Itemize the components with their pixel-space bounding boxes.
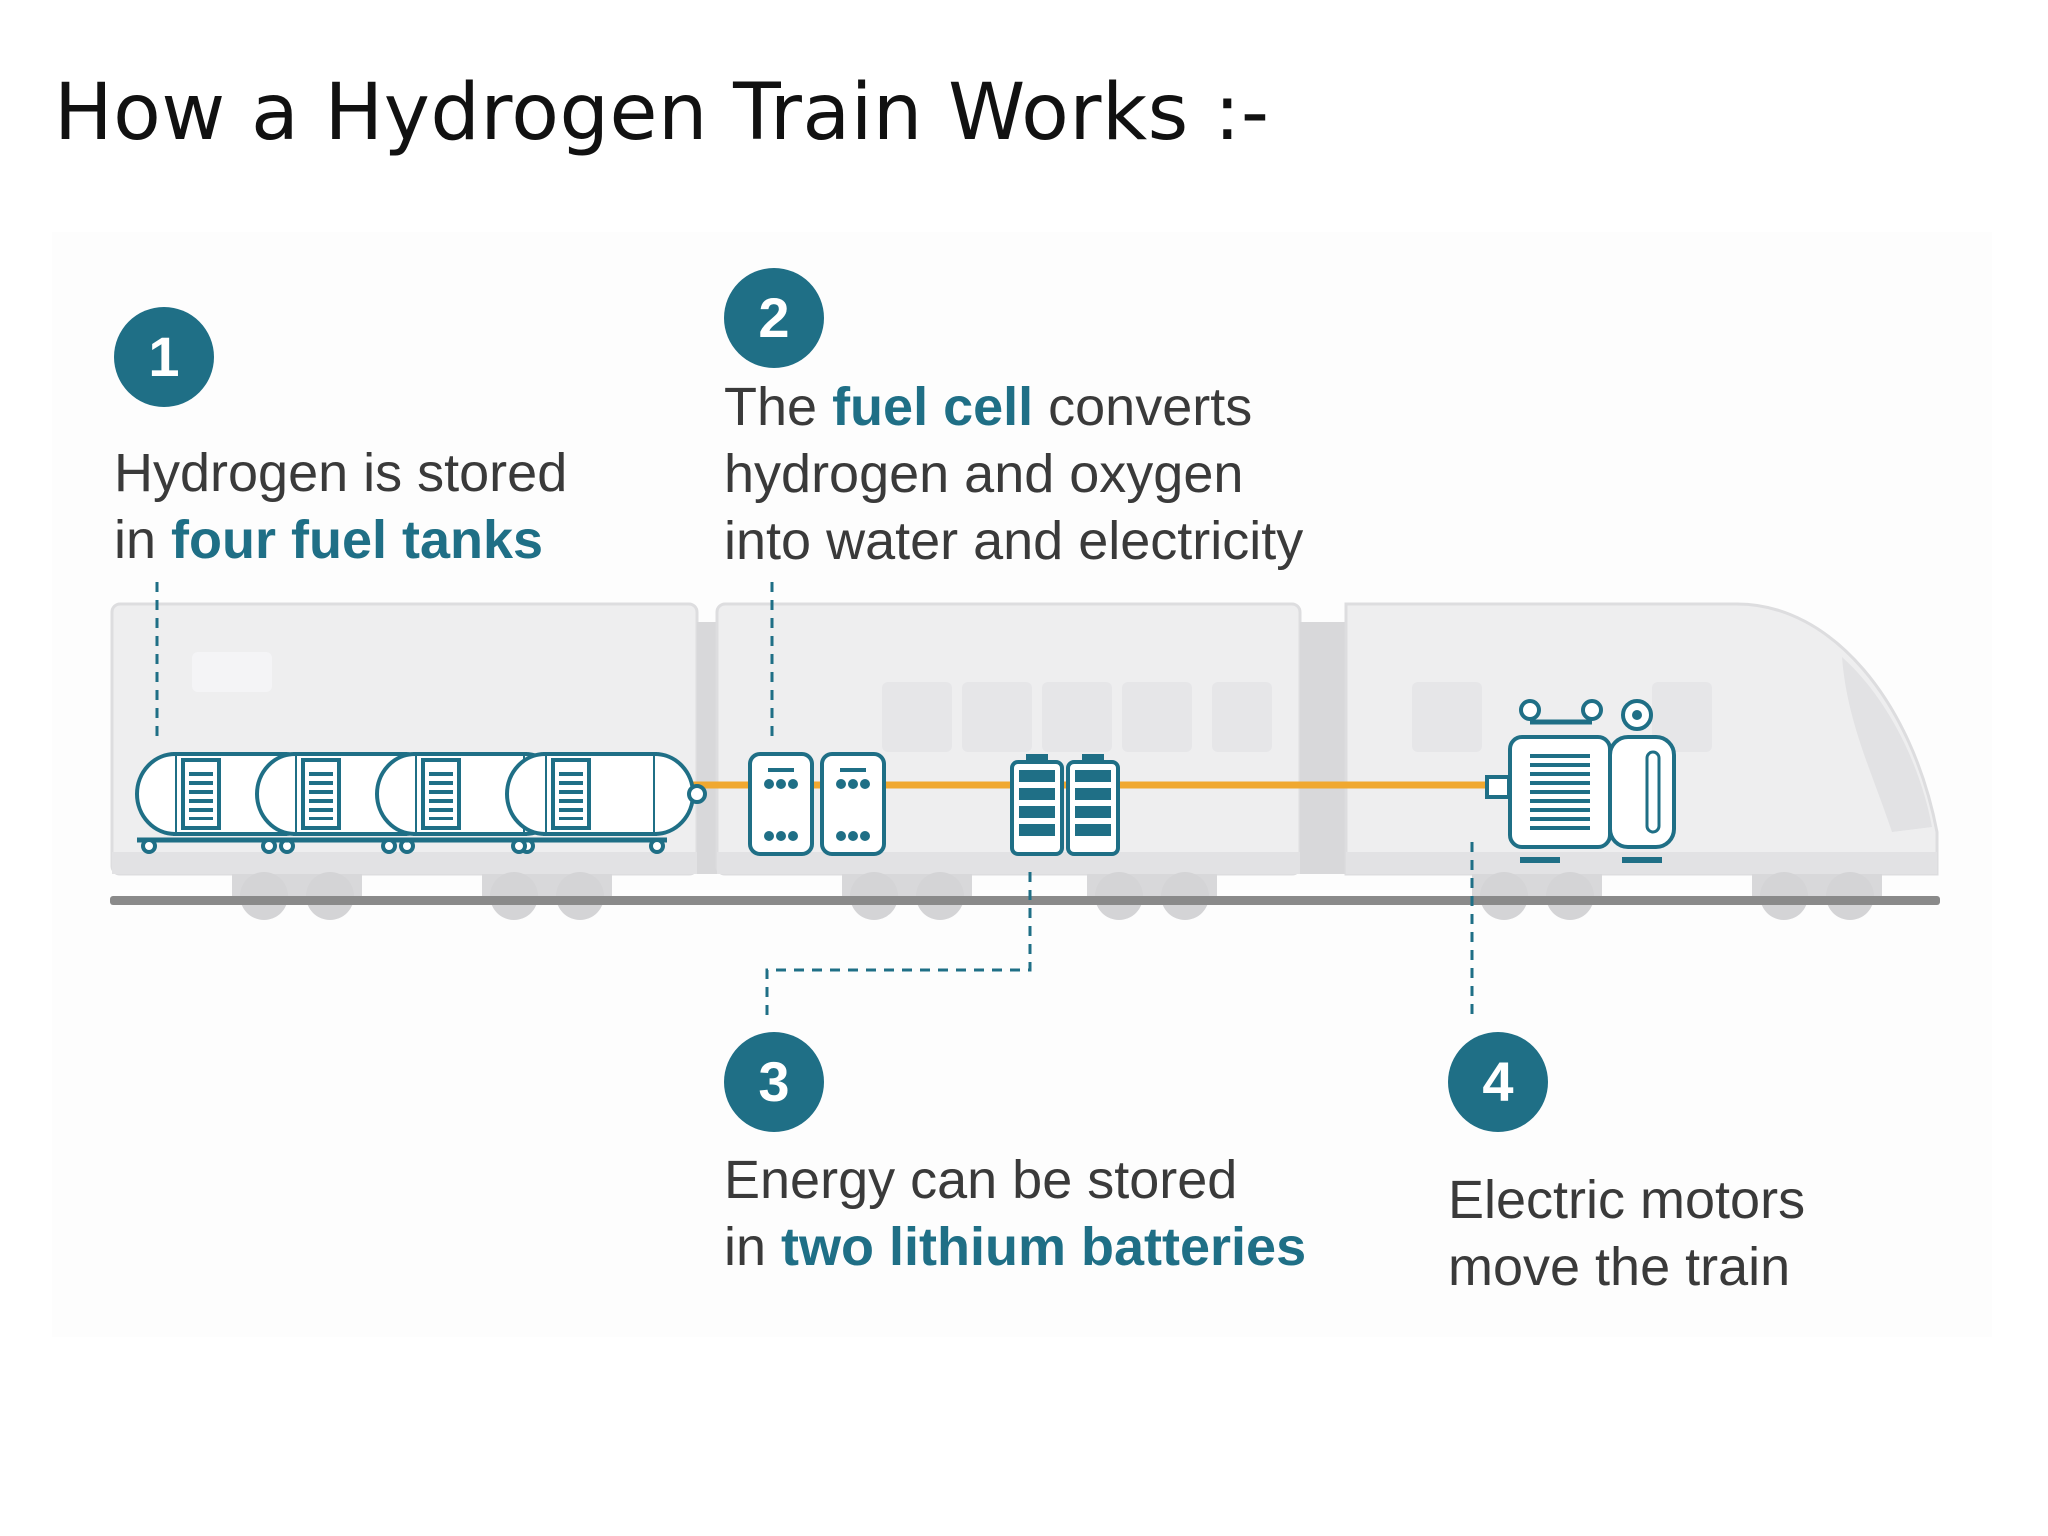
battery-icon [1066,752,1120,856]
step-2-caption: The fuel cell converts hydrogen and oxyg… [724,374,1303,575]
step-1-caption: Hydrogen is stored in four fuel tanks [114,440,567,574]
step-2-line-3: into water and electricity [724,511,1304,571]
step-3-line-1: Energy can be stored [724,1150,1238,1210]
step-3-caption: Energy can be stored in two lithium batt… [724,1147,1306,1281]
rail [110,896,1940,905]
step-2-highlight: fuel cell [832,377,1034,437]
fuel-cell-icon [820,752,886,856]
step-2-badge: 2 [724,268,824,368]
diagram-panel: 1 Hydrogen is stored in four fuel tanks … [52,232,1992,1337]
step-4-badge: 4 [1448,1032,1548,1132]
step-4-line-2: move the train [1448,1237,1791,1297]
step-4-caption: Electric motors move the train [1448,1167,1805,1301]
fuel-cell-icon [748,752,814,856]
electric-motor-icon [1485,699,1676,863]
step-4-line-1: Electric motors [1448,1170,1806,1230]
car-coupling [1300,622,1346,874]
step-1-badge: 1 [114,307,214,407]
step-3-line-2: in two lithium batteries [724,1217,1307,1277]
step-1-highlight: four fuel tanks [171,510,544,570]
train-diagram [110,582,1940,1017]
slide-title: How a Hydrogen Train Works :- [54,68,1270,158]
step-2-line-1: The fuel cell converts [724,377,1253,437]
battery-icon [1010,752,1064,856]
step-3-highlight: two lithium batteries [781,1217,1307,1277]
step-1-line-2: in four fuel tanks [114,510,544,570]
step-2-line-2: hydrogen and oxygen [724,444,1244,504]
step-3-badge: 3 [724,1032,824,1132]
step-1-line-1: Hydrogen is stored [114,443,568,503]
car-coupling [697,622,717,874]
leader-lines [155,582,1474,1017]
